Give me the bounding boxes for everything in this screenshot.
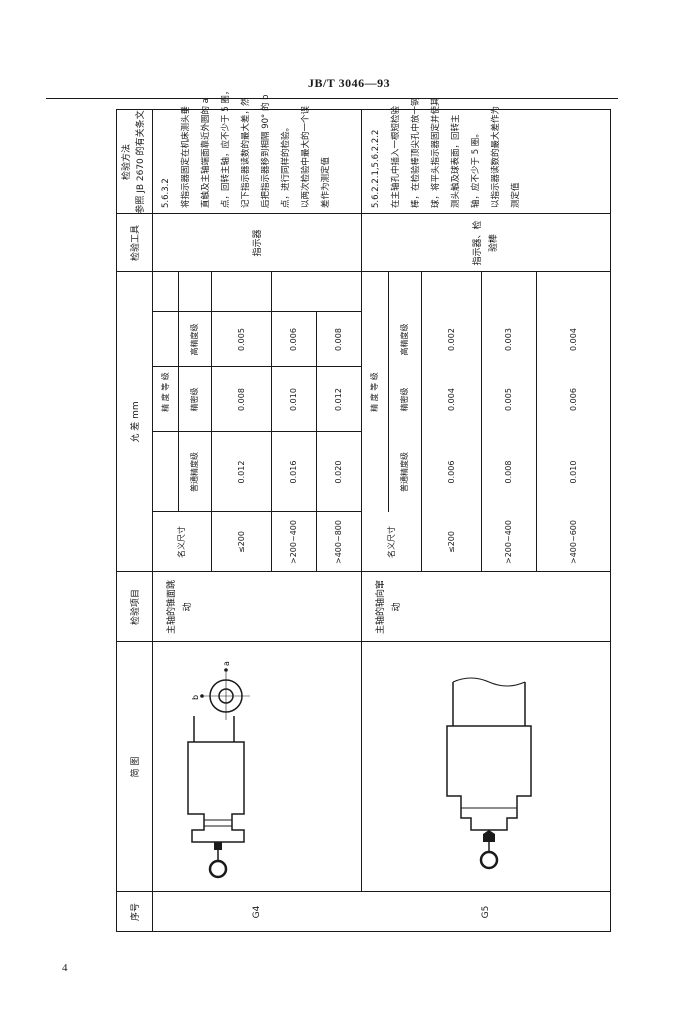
row-g5-seq: G5 (481, 905, 491, 919)
g4-v-2-3: 0.006 (289, 328, 298, 351)
g4-v-2-2: 0.010 (289, 388, 298, 411)
g5-v-2-2: 0.005 (504, 388, 513, 411)
g5-grade-high: 高精度级 (400, 323, 409, 356)
row-g5-item: 主轴的轴向窜动 (376, 580, 402, 635)
g4-v-1-3: 0.005 (236, 328, 246, 351)
g5-grade-normal: 普通精度级 (400, 452, 409, 492)
g4-method-line: 点，进行同样的检验。 (281, 122, 291, 208)
g4-size-3: >400~800 (334, 520, 343, 564)
g5-v-1-1: 0.006 (446, 460, 456, 484)
g4-method-line: 以两次检验中最大的一个误 (301, 105, 311, 208)
g5-method-line: 在主轴孔中插入一根短检验 (391, 105, 401, 208)
g5-method-line: 测头触及球表面，回转主 (451, 114, 461, 208)
g5-grade-precision: 精密级 (400, 387, 409, 412)
g4-method-line: 点，回转主轴，应不少于 5 圈， (221, 86, 231, 208)
g5-figure (446, 677, 532, 870)
rotated-table: 序号 简 图 检验项目 允 差 mm 检验工具 检验方法 参照 JB 2670 … (116, 87, 612, 932)
g4-method-line: 记下指示器读数的最大差，然 (241, 97, 251, 208)
row-g4-seq: G4 (251, 905, 262, 919)
g5-method-line: 5.6.2.2.1,5.6.2.2.2 (371, 129, 381, 208)
point-a-label: a (222, 661, 231, 666)
g5-method-line: 球，将平头指示器固定并使其 (431, 97, 441, 208)
g4-v-1-2: 0.008 (236, 388, 246, 411)
g4-v-1-1: 0.012 (236, 460, 246, 484)
g5-v-2-1: 0.008 (504, 460, 513, 484)
g5-v-3-1: 0.010 (568, 460, 578, 484)
g5-method-line: 棒，在检验棒顶尖孔中放一钢 (411, 97, 421, 208)
g4-method-line: 后把指示器移到相隔 90° 的 b (261, 94, 271, 208)
col-method-header: 检验方法 参照 JB 2670 的有关条文 (116, 110, 152, 214)
g5-method-line: 以指示器读数的最大差作为 (491, 105, 501, 208)
point-b-label: b (191, 695, 200, 700)
header-rule (46, 98, 618, 99)
g4-method-line: 将指示器固定在机床测头垂 (181, 105, 191, 208)
g5-size-2: >200~400 (504, 520, 513, 564)
g4-method-line: 5.6.3.2 (161, 178, 171, 208)
g4-method-line: 直触及主轴端面靠近外圆的 a (201, 98, 211, 208)
g5-grade-label: 精 度 等 级 (370, 372, 379, 412)
g5-method-line: 测定值 (511, 182, 521, 208)
page-number: 4 (62, 962, 68, 974)
col-tool-header: 检验工具 (130, 225, 141, 262)
method-header-title: 检验方法 (122, 144, 132, 181)
inspection-table: 序号 简 图 检验项目 允 差 mm 检验工具 检验方法 参照 JB 2670 … (116, 87, 612, 932)
g5-v-3-2: 0.006 (568, 388, 578, 411)
g5-v-3-3: 0.004 (568, 328, 578, 351)
g4-grade-normal: 普通精度级 (190, 452, 199, 492)
g5-method-line: 轴，应不少于 5 圈。 (471, 129, 481, 208)
col-item-header: 检验项目 (130, 589, 141, 626)
method-header-sub: 参照 JB 2670 的有关条文 (136, 110, 146, 214)
g5-nominal-size: 名义尺寸 (386, 526, 396, 558)
g4-nominal-size: 名义尺寸 (177, 526, 186, 558)
g4-figure: b a (187, 661, 250, 879)
row-g5-tool: 指示器、检验棒 (473, 220, 499, 266)
row-g5-method: 5.6.2.2.1,5.6.2.2.2 在主轴孔中插入一根短检验 棒，在检验棒顶… (366, 97, 526, 208)
row-g4-method: 5.6.3.2 将指示器固定在机床测头垂 直触及主轴端面靠近外圆的 a 点，回转… (156, 87, 336, 208)
row-g4-tool: 指示器 (253, 229, 263, 257)
g4-v-3-3: 0.008 (334, 328, 343, 351)
document-header: JB/T 3046—93 (307, 76, 391, 90)
col-tolerance-header: 允 差 mm (130, 401, 141, 443)
g4-grade-precision: 精密级 (190, 387, 199, 412)
col-seq-header: 序号 (130, 903, 141, 922)
g4-grade-label: 精 度 等 级 (160, 372, 170, 412)
g4-method-line: 差作为测定值 (321, 156, 331, 208)
g4-v-3-2: 0.012 (334, 388, 343, 411)
col-figure-header: 简 图 (130, 756, 141, 778)
g5-size-3: >400~600 (568, 520, 578, 564)
g4-v-2-1: 0.016 (289, 460, 298, 484)
row-g4-item: 主轴的锥面跳动 (167, 580, 193, 635)
g4-size-2: >200~400 (289, 520, 298, 564)
g5-v-2-3: 0.003 (504, 328, 513, 351)
g5-v-1-3: 0.002 (446, 328, 456, 351)
g4-grade-high: 高精度级 (190, 323, 199, 356)
g4-v-3-1: 0.020 (334, 460, 343, 484)
g5-v-1-2: 0.004 (446, 388, 456, 411)
g4-size-1: ≤200 (236, 531, 246, 553)
g5-size-1: ≤200 (446, 531, 456, 553)
